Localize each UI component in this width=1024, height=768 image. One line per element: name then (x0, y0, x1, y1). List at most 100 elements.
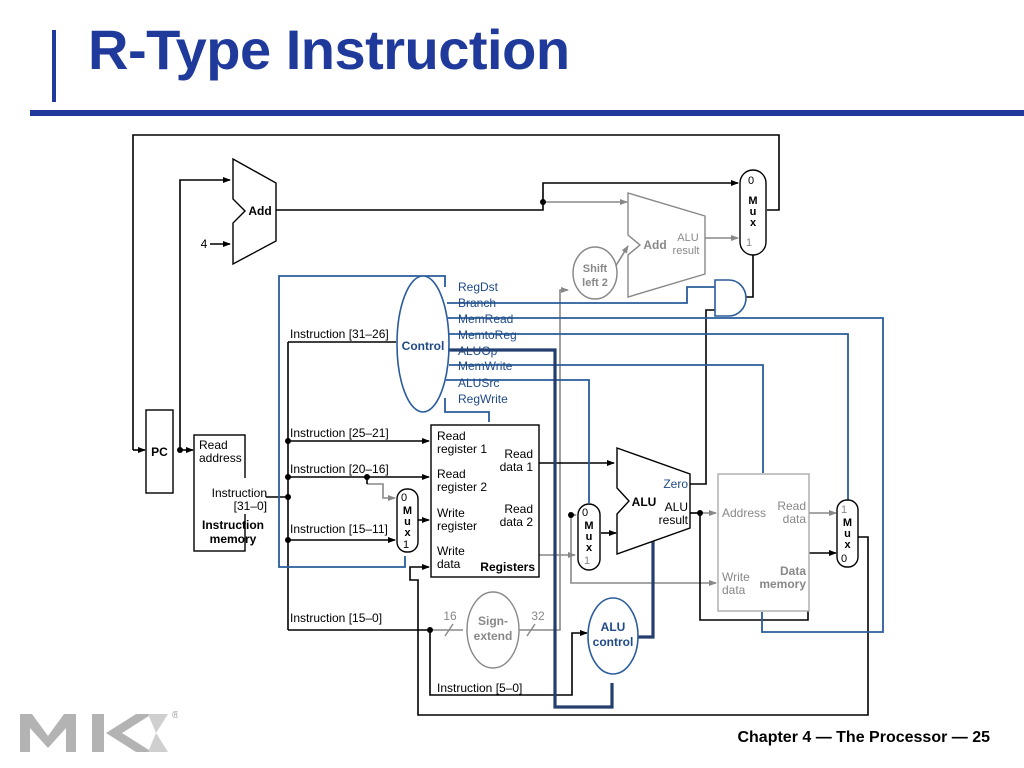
svg-text:Read: Read (504, 447, 533, 461)
svg-text:Read: Read (437, 429, 466, 443)
svg-text:RegWrite: RegWrite (458, 392, 508, 406)
svg-text:Read: Read (777, 499, 806, 513)
alu-src-mux: 0 M u x 1 (577, 503, 601, 571)
wire-junctions (177, 199, 703, 633)
svg-text:register 2: register 2 (437, 480, 487, 494)
main-alu: ALU Zero ALU result (616, 447, 691, 555)
register-file: Read register 1 Read register 2 Write re… (430, 424, 540, 578)
svg-text:0: 0 (748, 175, 754, 187)
svg-text:M: M (403, 505, 412, 517)
control-unit: Control (396, 275, 450, 413)
svg-text:Branch: Branch (458, 296, 496, 310)
slide-footer: Chapter 4 — The Processor — 25 (737, 729, 990, 746)
svg-text:u: u (750, 206, 757, 218)
svg-text:x: x (750, 217, 757, 229)
svg-text:result: result (673, 245, 700, 257)
svg-text:Write: Write (437, 544, 465, 558)
svg-text:Sign-: Sign- (478, 614, 508, 628)
datapath-wires (132, 134, 869, 716)
svg-text:[31–0]: [31–0] (234, 499, 267, 513)
svg-text:data: data (722, 583, 746, 597)
svg-text:Instruction [25–21]: Instruction [25–21] (290, 426, 389, 440)
svg-text:1: 1 (403, 539, 409, 551)
svg-text:Zero: Zero (663, 477, 688, 491)
reg-dst-mux: 0 M u x 1 (396, 488, 419, 553)
svg-text:ALU: ALU (665, 500, 688, 514)
svg-text:RegDst: RegDst (458, 280, 499, 294)
svg-text:x: x (586, 542, 593, 554)
svg-text:M: M (748, 195, 757, 207)
publisher-logo: ® (20, 710, 178, 752)
svg-text:data: data (437, 557, 461, 571)
sign-extend-unit: Sign- extend 16 32 (443, 591, 545, 669)
svg-text:Read: Read (437, 467, 466, 481)
svg-text:address: address (199, 451, 242, 465)
svg-text:data 2: data 2 (500, 515, 534, 529)
svg-text:Instruction: Instruction (212, 486, 267, 500)
svg-text:u: u (404, 516, 411, 528)
svg-text:PC: PC (151, 445, 168, 459)
svg-text:0: 0 (401, 492, 407, 504)
svg-text:x: x (404, 527, 411, 539)
svg-text:1: 1 (841, 504, 847, 516)
title-accent-bar-vertical (52, 30, 56, 102)
svg-text:M: M (584, 520, 593, 532)
data-memory: Address Read data Write data Data memory (717, 473, 810, 612)
svg-text:Data: Data (780, 564, 806, 578)
pc-register: PC (145, 409, 174, 494)
svg-text:register 1: register 1 (437, 442, 487, 456)
svg-text:Instruction [31–26]: Instruction [31–26] (290, 327, 389, 341)
control-signal-wires (278, 275, 884, 709)
svg-text:Read: Read (504, 502, 533, 516)
svg-text:M: M (843, 517, 852, 529)
title-underline-bar (30, 110, 1024, 116)
svg-text:Read: Read (199, 438, 228, 452)
svg-text:Instruction [5–0]: Instruction [5–0] (437, 681, 522, 695)
svg-text:Instruction [15–11]: Instruction [15–11] (290, 522, 388, 536)
shift-left-2: Shift left 2 (572, 246, 618, 300)
svg-text:ALUSrc: ALUSrc (458, 376, 499, 390)
svg-text:Registers: Registers (480, 560, 535, 574)
svg-text:u: u (844, 528, 851, 540)
svg-text:Add: Add (643, 238, 666, 252)
instruction-output-label: Instruction [31–0] (212, 486, 267, 513)
instruction-label-backdrop (196, 478, 266, 514)
svg-text:0: 0 (841, 553, 847, 565)
svg-text:MemtoReg: MemtoReg (458, 328, 517, 342)
control-signal-labels: RegDst Branch MemRead MemtoReg ALUOp Mem… (458, 280, 517, 406)
svg-text:extend: extend (474, 629, 513, 643)
svg-text:u: u (586, 531, 593, 543)
pc-source-mux: 0 M u x 1 (739, 169, 767, 256)
svg-text:1: 1 (584, 555, 590, 567)
svg-text:Instruction: Instruction (202, 518, 264, 532)
svg-text:memory: memory (759, 577, 806, 591)
svg-text:Write: Write (437, 506, 465, 520)
svg-text:MemRead: MemRead (458, 312, 513, 326)
mem-to-reg-mux: 1 M u x 0 (836, 499, 859, 568)
instruction-field-labels: Instruction [31–26] Instruction [25–21] … (290, 327, 522, 695)
svg-text:x: x (844, 539, 851, 551)
branch-adder: Add ALU result (627, 192, 706, 298)
svg-text:Instruction [20–16]: Instruction [20–16] (290, 462, 389, 476)
svg-text:ALU: ALU (601, 620, 626, 634)
svg-text:ALUOp: ALUOp (458, 344, 498, 358)
alu-control-unit: ALU control (587, 597, 639, 675)
svg-text:data: data (783, 512, 807, 526)
svg-text:Write: Write (722, 570, 750, 584)
svg-text:ALU: ALU (677, 232, 698, 244)
branch-and-gate (714, 279, 747, 317)
svg-text:1: 1 (746, 237, 752, 249)
svg-text:MemWrite: MemWrite (458, 359, 513, 373)
svg-text:Address: Address (722, 506, 766, 520)
registered-mark: ® (172, 710, 178, 721)
svg-text:left 2: left 2 (582, 277, 608, 289)
svg-text:0: 0 (582, 507, 588, 519)
svg-text:control: control (593, 635, 634, 649)
svg-text:Add: Add (248, 204, 271, 218)
slide-title: R-Type Instruction (88, 18, 570, 81)
svg-text:result: result (659, 513, 689, 527)
svg-text:32: 32 (531, 609, 545, 623)
svg-text:memory: memory (210, 532, 257, 546)
svg-text:Control: Control (402, 339, 445, 353)
